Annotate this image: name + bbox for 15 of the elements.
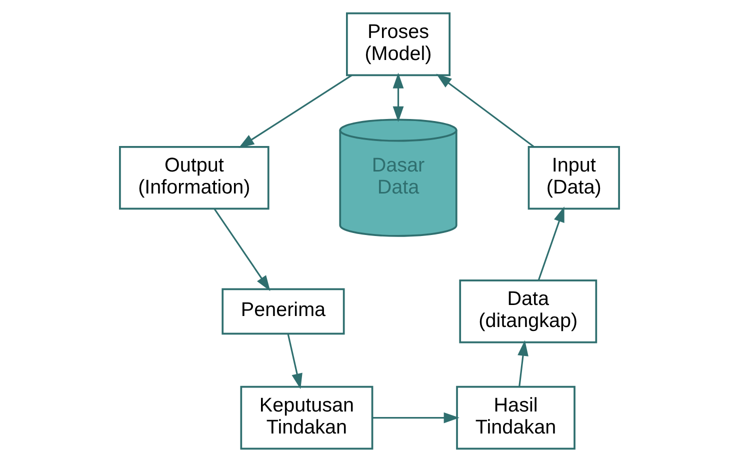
arrow [214,208,270,292]
node-box: Proses (Model) [346,12,451,76]
arrow [372,412,460,424]
node-box: Data (ditangkap) [459,280,598,344]
arrow [287,334,302,390]
node-box: Output (Information) [119,146,270,210]
arrow [238,74,352,148]
node-box: Keputusan Tindakan [240,386,374,450]
arrow [538,206,564,280]
arrow [518,340,528,387]
node-box: Input (Data) [528,146,620,210]
node-box: Penerima [222,288,345,335]
node-box: Hasil Tindakan [456,386,576,450]
arrow [392,72,404,122]
arrow [436,74,534,148]
